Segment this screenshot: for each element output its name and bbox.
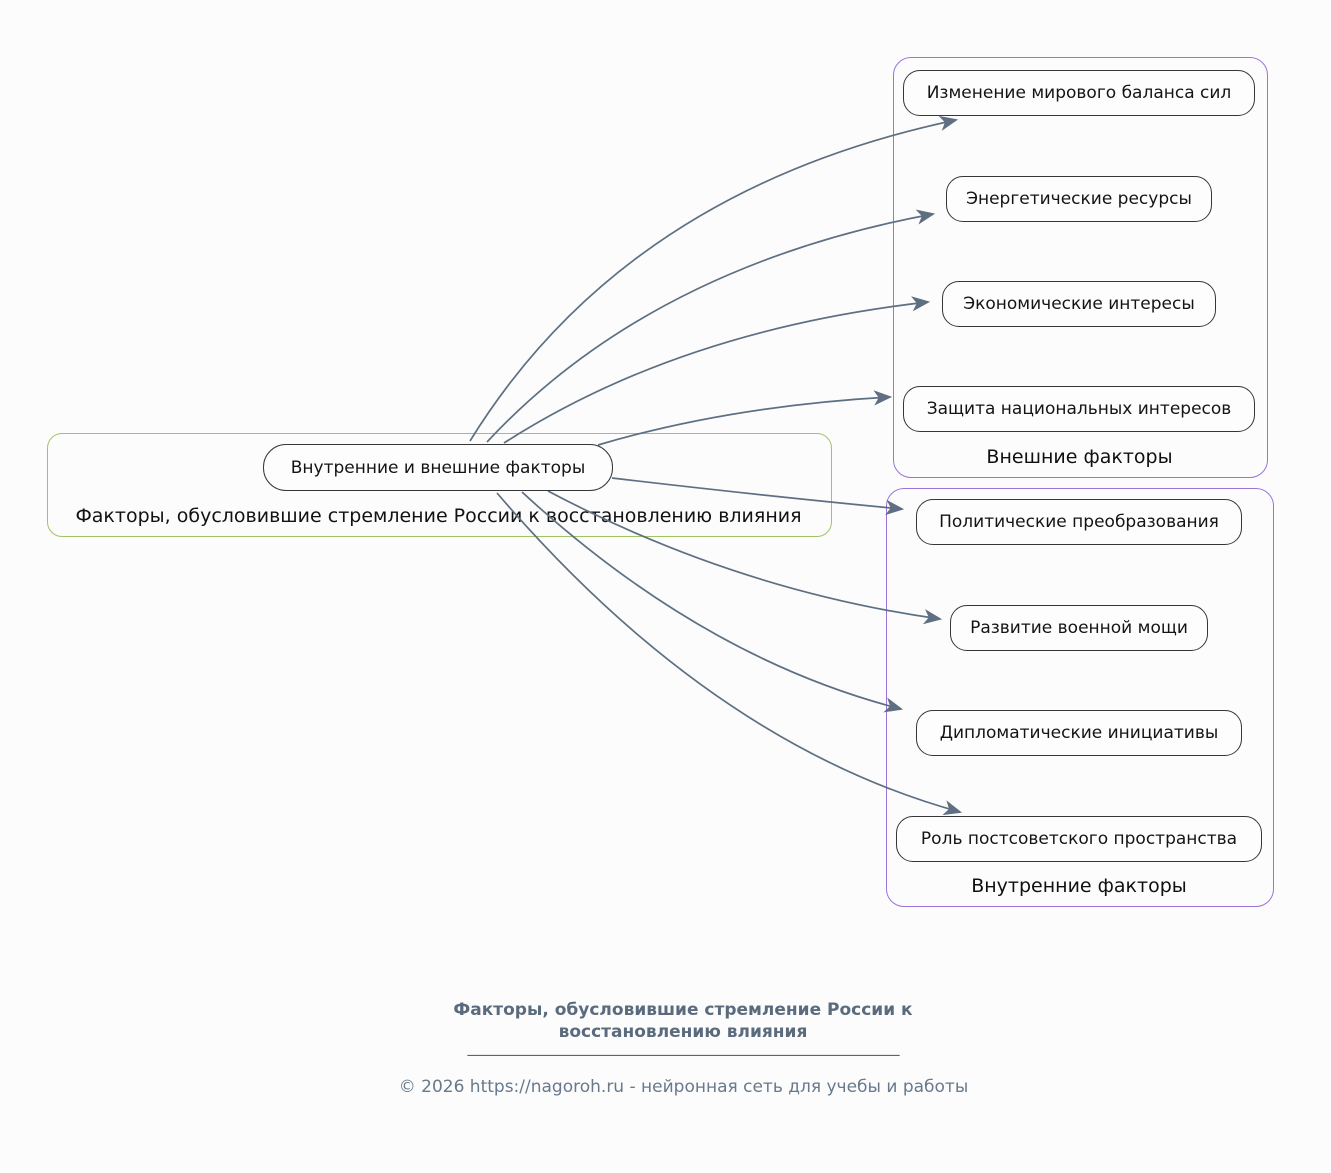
- node-label: Политические преобразования: [939, 512, 1219, 532]
- node-label: Экономические интересы: [963, 294, 1195, 314]
- footer-title: Факторы, обусловившие стремление России …: [453, 1000, 913, 1043]
- node-military-power: Развитие военной мощи: [950, 605, 1208, 651]
- node-energy-resources: Энергетические ресурсы: [946, 176, 1212, 222]
- external-factors-group-label: Внешние факторы: [986, 446, 1173, 468]
- node-label: Изменение мирового баланса сил: [926, 83, 1232, 103]
- central-node: Внутренние и внешние факторы: [263, 444, 613, 491]
- root-group-label: Факторы, обусловившие стремление России …: [75, 505, 802, 527]
- node-national-interests: Защита национальных интересов: [903, 386, 1255, 432]
- node-label: Роль постсоветского пространства: [920, 829, 1238, 849]
- footer-divider-line: ________________________________________…: [467, 1037, 900, 1056]
- node-diplomatic-initiatives: Дипломатические инициативы: [916, 710, 1242, 756]
- node-label: Энергетические ресурсы: [966, 189, 1192, 209]
- node-label: Развитие военной мощи: [970, 618, 1188, 638]
- arrow-to-energy-resources: [486, 209, 936, 443]
- arrow-to-world-balance: [469, 115, 959, 442]
- internal-factors-group-label: Внутренние факторы: [971, 875, 1187, 897]
- node-political-reforms: Политические преобразования: [916, 499, 1242, 545]
- node-label: Дипломатические инициативы: [939, 723, 1219, 743]
- footer-copyright: © 2026 https://nagoroh.ru - нейронная се…: [398, 1077, 969, 1097]
- arrow-to-economic-interests: [503, 296, 931, 444]
- node-post-soviet-space: Роль постсоветского пространства: [896, 816, 1262, 862]
- node-economic-interests: Экономические интересы: [942, 281, 1216, 327]
- central-node-label: Внутренние и внешние факторы: [290, 457, 586, 478]
- node-label: Защита национальных интересов: [926, 399, 1232, 419]
- node-world-balance: Изменение мирового баланса сил: [903, 70, 1255, 116]
